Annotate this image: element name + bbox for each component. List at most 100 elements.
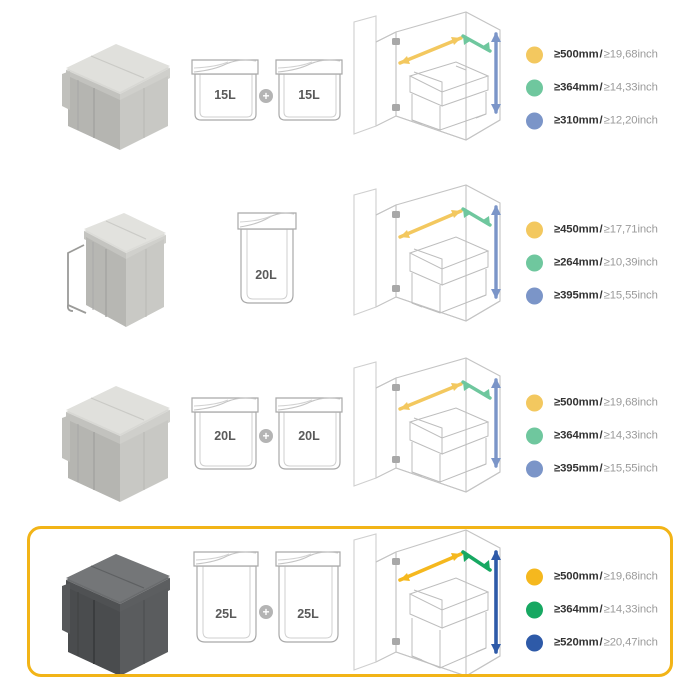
bin-outline (191, 397, 259, 470)
legend-mm-value: ≥520mm (554, 636, 599, 649)
legend-separator: / (599, 636, 603, 649)
legend-item: ≥364mm/≥14,33inch (526, 601, 658, 618)
bin-capacity-label: 15L (298, 88, 320, 102)
svg-text:+: + (262, 429, 269, 443)
bin-outline (275, 59, 343, 121)
svg-text:+: + (262, 605, 269, 619)
legend-separator: / (599, 289, 603, 302)
product-photo (40, 348, 185, 523)
arrow-width-yellow (398, 36, 463, 65)
bin-capacity-group: 20L + 20L (186, 348, 346, 523)
bin-capacity-label: 25L (215, 607, 237, 621)
spec-row-highlighted: 25L + 25L (0, 522, 700, 697)
legend-separator: / (599, 48, 603, 61)
arrow-height-blue (491, 378, 501, 468)
legend-item: ≥395mm/≥15,55inch (526, 287, 658, 304)
dimension-legend: ≥500mm/≥19,68inch ≥364mm/≥14,33inch ≥520… (520, 522, 695, 697)
spec-row: 20L (0, 175, 700, 350)
arrow-height-blue (491, 205, 501, 299)
legend-inch-value: ≥15,55inch (603, 289, 658, 302)
legend-separator: / (599, 81, 603, 94)
legend-item: ≥364mm/≥14,33inch (526, 427, 658, 444)
svg-text:+: + (262, 89, 269, 103)
legend-inch-value: ≥15,55inch (603, 462, 658, 475)
legend-inch-value: ≥14,33inch (603, 81, 658, 94)
legend-item: ≥500mm/≥19,68inch (526, 46, 658, 63)
legend-separator: / (599, 462, 603, 475)
legend-separator: / (599, 223, 603, 236)
legend-inch-value: ≥19,68inch (603, 396, 658, 409)
legend-dot-yellow-icon (526, 568, 543, 585)
cabinet-diagram (348, 522, 513, 697)
legend-mm-value: ≥364mm (554, 603, 599, 616)
product-photo (40, 0, 185, 175)
legend-dot-green-icon (526, 601, 543, 618)
plus-connector: + (259, 89, 273, 103)
bin-capacity-group: 25L + 25L (186, 522, 346, 697)
product-photo (40, 522, 185, 697)
legend-mm-value: ≥500mm (554, 396, 599, 409)
legend-item: ≥310mm/≥12,20inch (526, 112, 658, 129)
legend-item: ≥520mm/≥20,47inch (526, 634, 658, 651)
dimension-legend: ≥500mm/≥19,68inch ≥364mm/≥14,33inch ≥310… (520, 0, 695, 175)
product-photo (40, 175, 185, 350)
legend-dot-green-icon (526, 254, 543, 271)
legend-inch-value: ≥14,33inch (603, 603, 658, 616)
bin-outline (275, 551, 341, 643)
legend-dot-blue-icon (526, 112, 543, 129)
legend-mm-value: ≥450mm (554, 223, 599, 236)
legend-mm-value: ≥364mm (554, 429, 599, 442)
legend-item: ≥364mm/≥14,33inch (526, 79, 658, 96)
legend-inch-value: ≥19,68inch (603, 48, 658, 61)
legend-mm-value: ≥395mm (554, 289, 599, 302)
legend-mm-value: ≥500mm (554, 570, 599, 583)
legend-mm-value: ≥310mm (554, 114, 599, 127)
legend-inch-value: ≥10,39inch (603, 256, 658, 269)
legend-item: ≥500mm/≥19,68inch (526, 394, 658, 411)
legend-inch-value: ≥12,20inch (603, 114, 658, 127)
legend-mm-value: ≥264mm (554, 256, 599, 269)
legend-inch-value: ≥17,71inch (603, 223, 658, 236)
legend-item: ≥500mm/≥19,68inch (526, 568, 658, 585)
spec-row: 15L + 15L (0, 0, 700, 175)
dimension-legend: ≥450mm/≥17,71inch ≥264mm/≥10,39inch ≥395… (520, 175, 695, 350)
legend-item: ≥450mm/≥17,71inch (526, 221, 658, 238)
legend-inch-value: ≥20,47inch (603, 636, 658, 649)
cabinet-diagram (348, 348, 513, 523)
legend-mm-value: ≥395mm (554, 462, 599, 475)
bin-capacity-group: 20L (186, 175, 346, 350)
bin-outline (193, 551, 259, 643)
arrow-depth-green (461, 550, 492, 572)
legend-item: ≥264mm/≥10,39inch (526, 254, 658, 271)
plus-connector: + (259, 429, 273, 443)
legend-separator: / (599, 256, 603, 269)
arrow-width-yellow (398, 382, 463, 411)
legend-dot-yellow-icon (526, 394, 543, 411)
arrow-width-yellow (398, 552, 463, 582)
arrow-width-yellow (398, 209, 463, 239)
bin-capacity-label: 20L (255, 268, 277, 282)
legend-dot-yellow-icon (526, 221, 543, 238)
bin-capacity-label: 15L (214, 88, 236, 102)
arrow-depth-green (461, 34, 492, 53)
plus-connector: + (259, 605, 273, 619)
cabinet-diagram (348, 175, 513, 350)
legend-mm-value: ≥500mm (554, 48, 599, 61)
bin-outline (237, 212, 297, 304)
legend-separator: / (599, 114, 603, 127)
bin-capacity-label: 20L (298, 429, 320, 443)
legend-dot-blue-icon (526, 287, 543, 304)
bin-outline (191, 59, 259, 121)
arrow-height-blue (491, 32, 501, 114)
legend-dot-green-icon (526, 427, 543, 444)
legend-dot-green-icon (526, 79, 543, 96)
legend-inch-value: ≥14,33inch (603, 429, 658, 442)
bin-capacity-group: 15L + 15L (186, 0, 346, 175)
legend-mm-value: ≥364mm (554, 81, 599, 94)
bin-capacity-label: 25L (297, 607, 319, 621)
legend-separator: / (599, 570, 603, 583)
legend-separator: / (599, 396, 603, 409)
legend-separator: / (599, 429, 603, 442)
arrow-depth-green (461, 380, 492, 400)
